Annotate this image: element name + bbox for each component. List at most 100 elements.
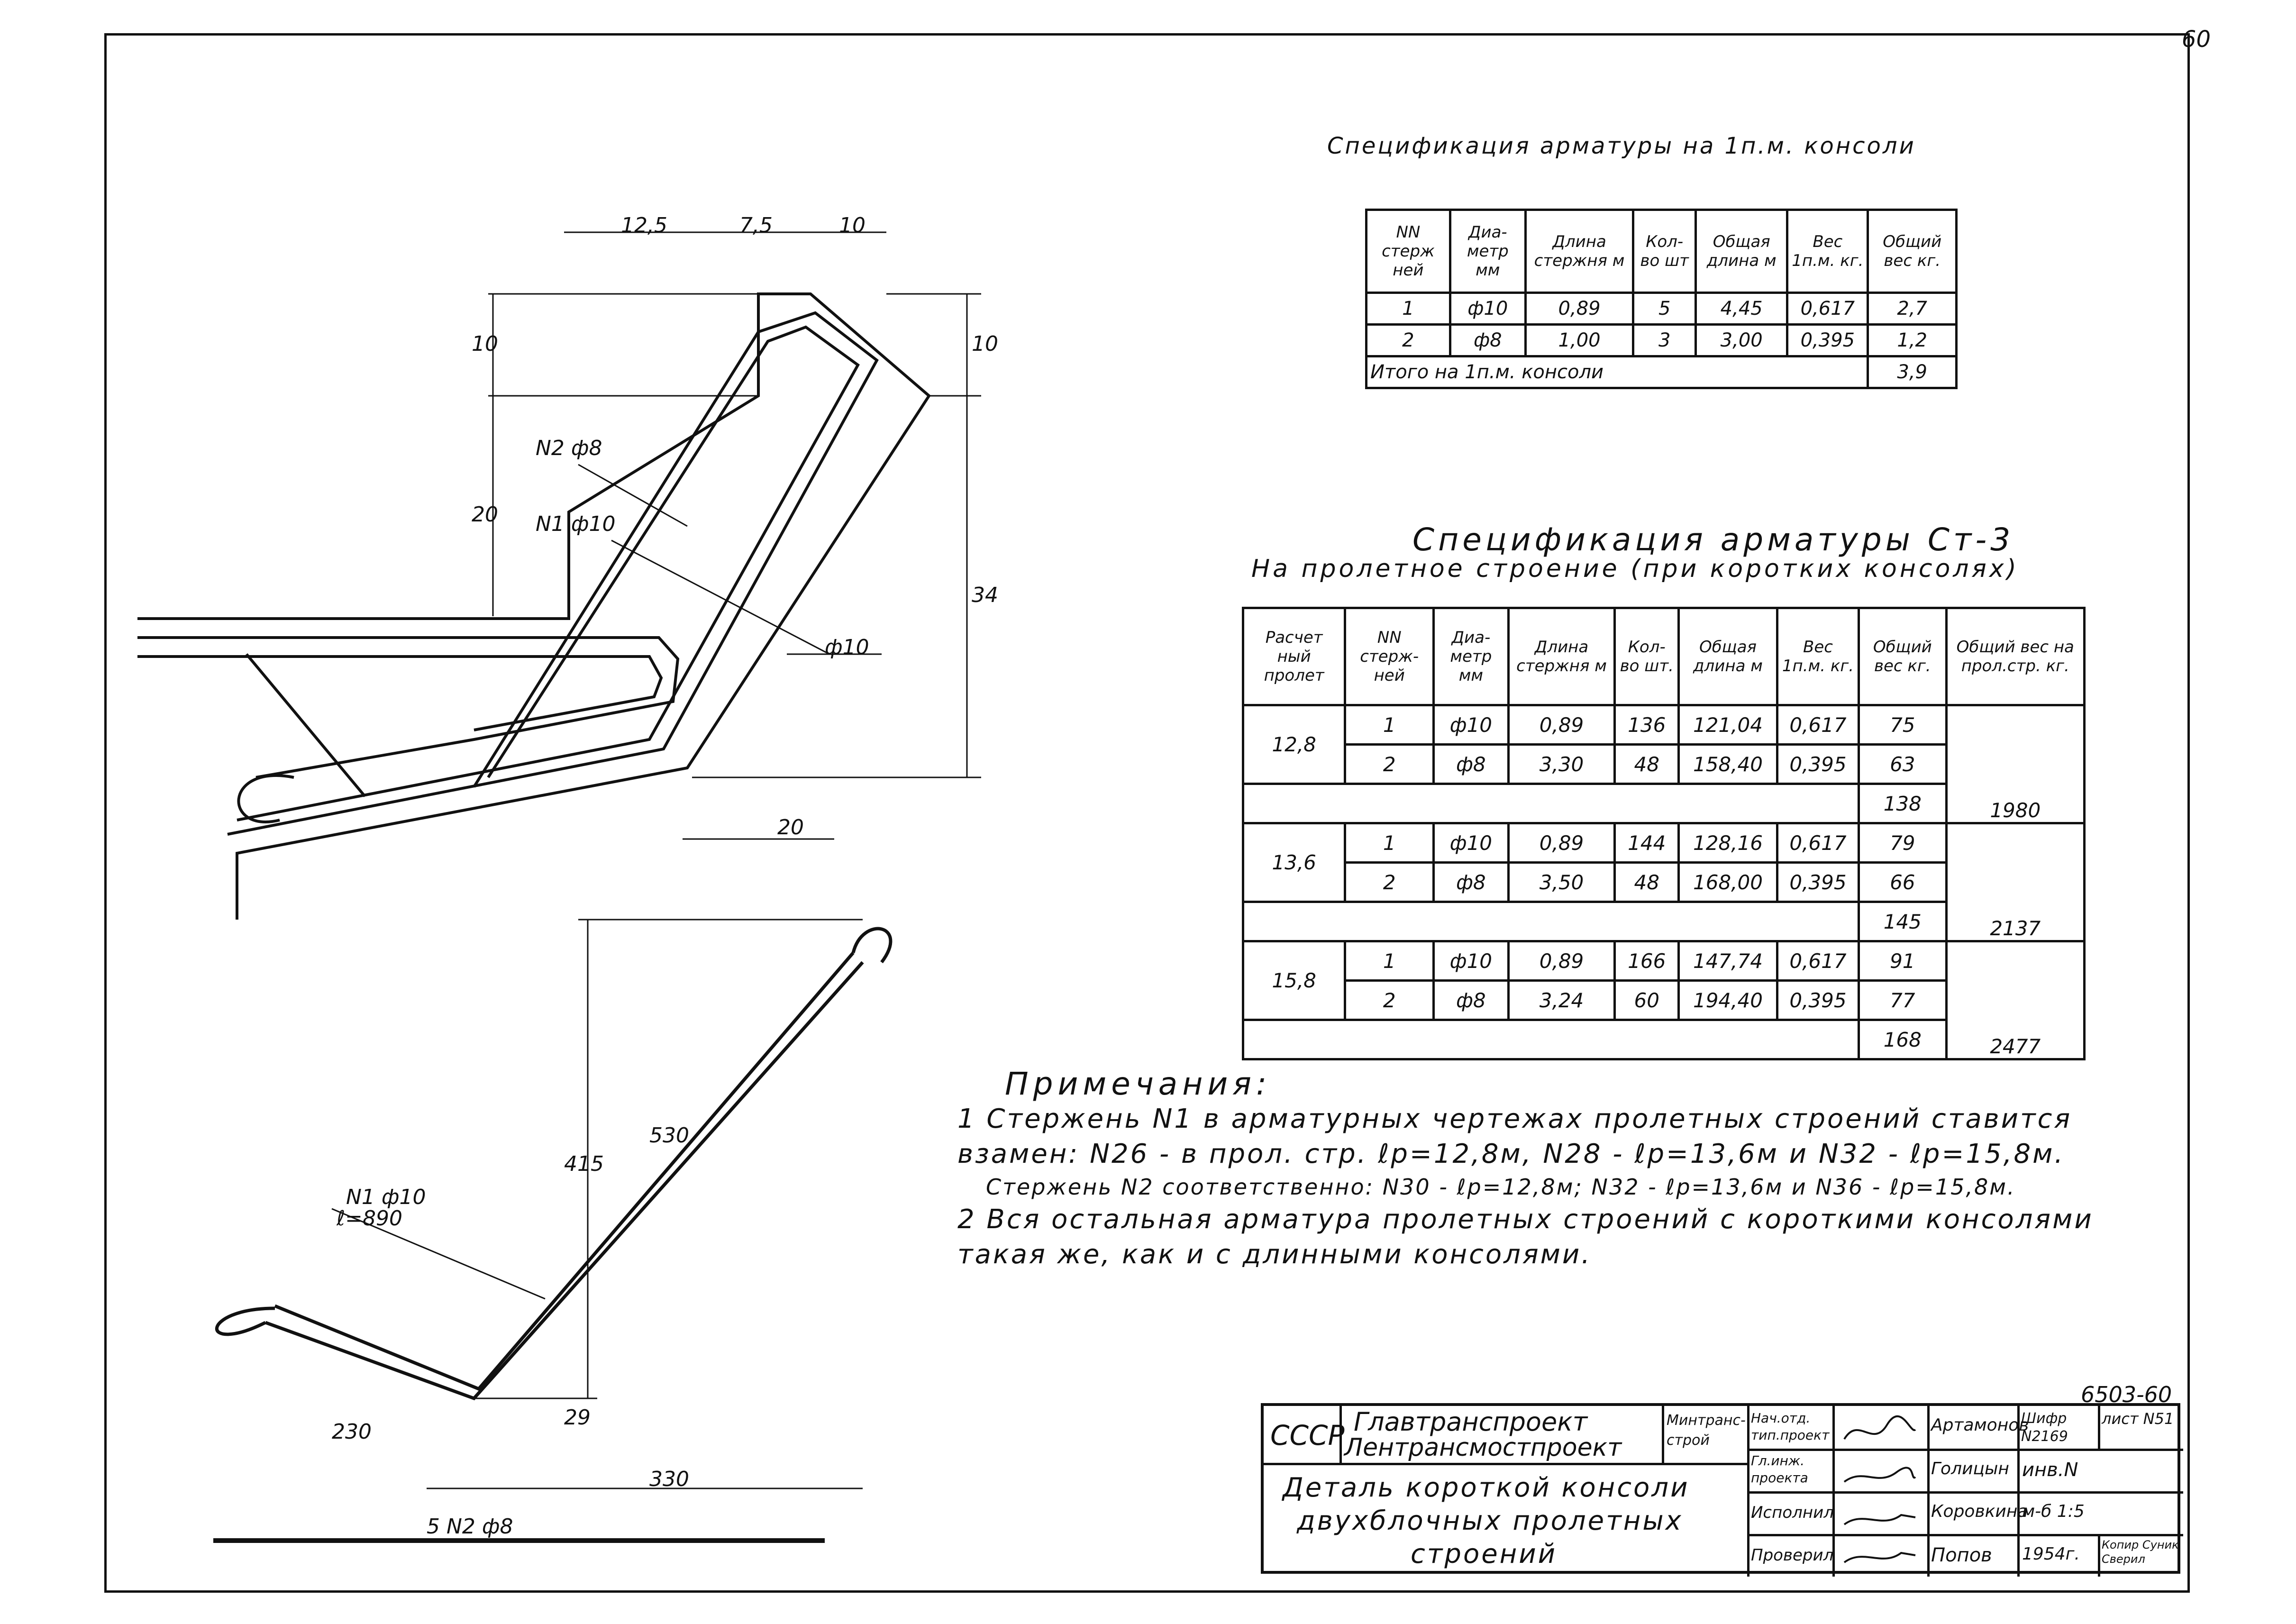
cell: 0,617 <box>1786 292 1869 326</box>
cell: 2 <box>1365 323 1451 357</box>
total-label: Итого на 1п.м. консоли <box>1365 355 1869 389</box>
col-header: Длина стержня м <box>1524 209 1635 294</box>
tb-title-2: двухблочных пролетных <box>1297 1505 1683 1536</box>
table-total-row: Итого на 1п.м. консоли 3,9 <box>1365 355 1958 389</box>
dim-left-2: 20 <box>472 502 498 527</box>
subtotal-row: 145 <box>1241 901 2085 942</box>
cell: 79 <box>1858 822 1948 864</box>
subtotal-cell: 168 <box>1858 1019 1948 1060</box>
spec-per-meter-table: NN стерж ней Диа- метр мм Длина стержня … <box>1365 209 1958 389</box>
dim-bottom: 20 <box>777 815 804 839</box>
col-header: Общий вес кг. <box>1858 607 1948 706</box>
bottom-bar-inner <box>137 655 663 731</box>
tb-role: Проверил <box>1751 1546 1834 1565</box>
table-row: 2 ф8 3,24 60 194,40 0,395 77 <box>1243 979 2085 1021</box>
col-header: Общая длина м <box>1695 209 1789 294</box>
subtotal-row: 138 <box>1241 783 2085 824</box>
cell: 1 <box>1344 822 1435 864</box>
cell: 128,16 <box>1677 822 1778 864</box>
cell: 77 <box>1858 979 1948 1021</box>
cell: 0,395 <box>1776 979 1860 1021</box>
cell: 0,89 <box>1507 704 1616 746</box>
dim-bent-330: 330 <box>649 1467 689 1491</box>
cell: 0,395 <box>1786 323 1869 357</box>
cell: 3,30 <box>1507 743 1616 785</box>
cell: ф10 <box>1432 940 1510 982</box>
spec-steel-subtitle: На пролетное строение (при коротких конс… <box>1251 555 2019 583</box>
dim-right-1: 10 <box>972 332 998 356</box>
col-header: Длина стержня м <box>1507 607 1616 706</box>
col-header: Общая длина м <box>1677 607 1778 706</box>
cell: 91 <box>1858 940 1948 982</box>
tb-name: Артамонов <box>1931 1415 2029 1435</box>
total-cell: 2477 <box>1945 940 2086 1060</box>
cell: 2 <box>1344 743 1435 785</box>
dim-top-3: 10 <box>839 213 866 237</box>
note-item: Стержень N2 соответственно: N30 - ℓр=12,… <box>986 1174 2016 1200</box>
cell: 1,2 <box>1867 323 1958 357</box>
col-header: NN стерж- ней <box>1344 607 1435 706</box>
tb-title-1: Деталь короткой консоли <box>1283 1472 1690 1503</box>
col-header: Общий вес кг. <box>1867 209 1958 294</box>
subtotal-cell: 138 <box>1858 783 1948 824</box>
table-row: 15,8 1 ф10 0,89 166 147,74 0,617 91 2477 <box>1241 940 2086 1060</box>
hook-top <box>851 927 893 964</box>
cell: 0,617 <box>1776 940 1860 982</box>
cell: ф10 <box>1449 292 1527 326</box>
cell: 3,00 <box>1695 323 1789 357</box>
cell: 63 <box>1858 743 1948 785</box>
tb-cipher: Шифр N2169 <box>2021 1410 2068 1445</box>
bottom-bar-loop <box>137 636 680 779</box>
dim-bent-29: 29 <box>564 1405 591 1430</box>
cell: 5 <box>1632 292 1697 326</box>
signatures <box>1843 1415 1916 1563</box>
cell: 3,50 <box>1507 861 1616 903</box>
tb-org1: Главтранспроект <box>1354 1407 1588 1437</box>
col-header: Диа- метр мм <box>1449 209 1527 294</box>
total-cell: 2137 <box>1945 822 2086 942</box>
cell: 1 <box>1344 704 1435 746</box>
tb-scale: м-б 1:5 <box>2022 1502 2085 1521</box>
cell: 147,74 <box>1677 940 1778 982</box>
cell: 75 <box>1858 704 1948 746</box>
spec-steel-title: Спецификация арматуры Ст-3 <box>1412 521 2014 558</box>
tb-role: Исполнил <box>1751 1503 1834 1522</box>
stirrup-bar <box>245 653 366 797</box>
tb-org2: Лентрансмостпроект <box>1344 1433 1622 1462</box>
cell: ф8 <box>1432 861 1510 903</box>
tb-title-3: строений <box>1411 1539 1558 1569</box>
title-block: СССР Главтранспроект Лентрансмостпроект … <box>1261 1403 2183 1577</box>
cell: 2 <box>1344 979 1435 1021</box>
cell: 166 <box>1613 940 1680 982</box>
cell: 0,395 <box>1776 743 1860 785</box>
blank-cell <box>1241 1019 1860 1060</box>
dim-left-1: 10 <box>472 332 498 356</box>
sheet-corner-number: 60 <box>2181 26 2211 53</box>
cell: 0,617 <box>1776 822 1860 864</box>
cell: 66 <box>1858 861 1948 903</box>
console-outline <box>137 292 931 920</box>
table-row: 12,8 1 ф10 0,89 136 121,04 0,617 75 1980 <box>1241 704 2086 824</box>
bar-n2 <box>237 325 860 821</box>
spec-steel-table: Расчет ный пролет NN стерж- ней Диа- мет… <box>1241 607 2086 1060</box>
notes: Примечания: 1 Стержень N1 в арматурных ч… <box>957 1067 2095 1272</box>
cell: ф8 <box>1432 979 1510 1021</box>
dim-right-2: 34 <box>972 583 998 607</box>
tb-name: Попов <box>1931 1544 1992 1566</box>
cell: ф8 <box>1432 743 1510 785</box>
dim-bent-415: 415 <box>564 1152 604 1176</box>
cell: 0,89 <box>1507 822 1616 864</box>
label-bent-bar: N1 ф10 <box>346 1185 426 1209</box>
col-header: Вес 1п.м. кг. <box>1776 607 1860 706</box>
cell: 3,24 <box>1507 979 1616 1021</box>
label-straight-bar: 5 N2 ф8 <box>427 1515 513 1539</box>
tb-ministry: Минтранс- строй <box>1667 1412 1746 1449</box>
spec-per-meter-title: Спецификация арматуры на 1п.м. консоли <box>1327 133 1916 159</box>
col-header: Вес 1п.м. кг. <box>1786 209 1869 294</box>
cell: ф10 <box>1432 704 1510 746</box>
cell: 144 <box>1613 822 1680 864</box>
note-item: 1 Стержень N1 в арматурных чертежах прол… <box>957 1104 2072 1169</box>
label-phi10: ф10 <box>825 635 869 659</box>
dim-top-2: 7,5 <box>739 213 773 237</box>
